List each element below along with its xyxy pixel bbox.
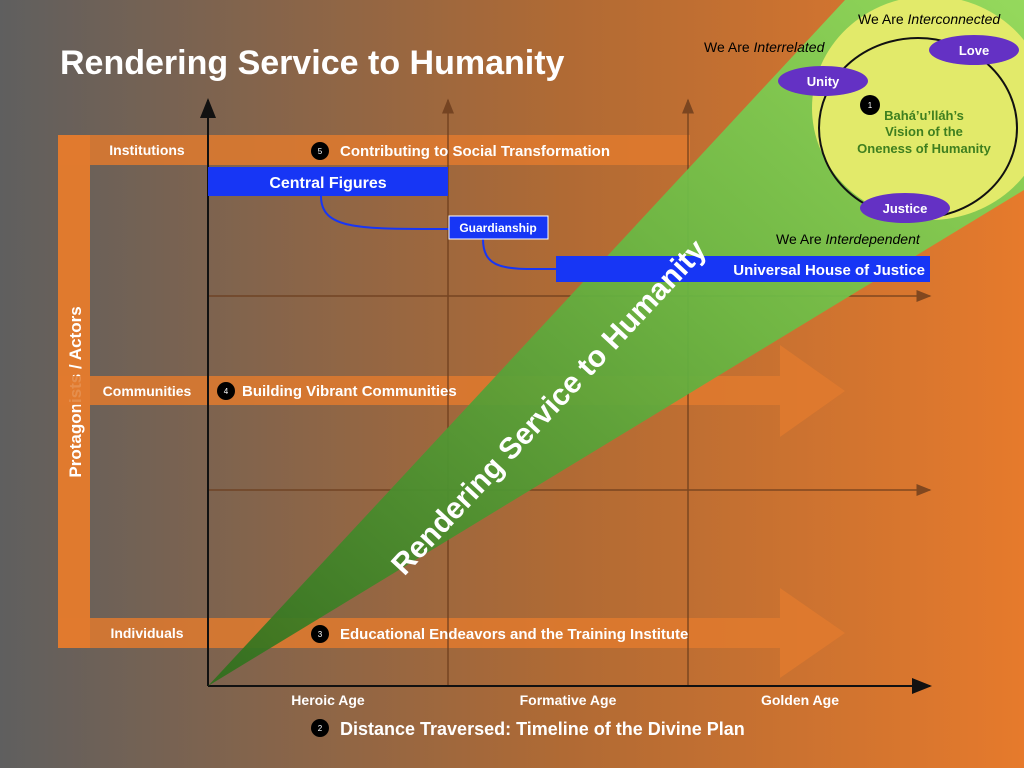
justice-label: Justice — [883, 201, 928, 216]
institutions-band — [58, 135, 690, 165]
badge-number: 2 — [318, 724, 323, 733]
interdependent-text: We Are Interdependent — [776, 231, 921, 247]
connector — [482, 238, 557, 271]
vision-line: Oneness of Humanity — [857, 141, 991, 156]
badge-number: 3 — [318, 630, 323, 639]
individuals-arrow — [58, 588, 845, 678]
badge-number: 1 — [868, 101, 873, 110]
number-badge-3 — [311, 625, 329, 643]
uhj-box — [556, 256, 930, 282]
row-text-individuals: Educational Endeavors and the Training I… — [340, 626, 688, 643]
vision-line: Vision of the — [885, 124, 963, 139]
number-badge-1 — [860, 95, 880, 115]
number-badge-2 — [311, 719, 329, 737]
central-figures-label: Central Figures — [269, 175, 386, 192]
row-label-communities: Communities — [103, 383, 192, 399]
number-badge-5 — [311, 142, 329, 160]
vision-line: Bahá’u’lláh’s — [884, 108, 964, 123]
guardianship-box — [448, 215, 549, 240]
slide-title: Rendering Service to Humanity — [60, 44, 565, 82]
communities-arrow — [58, 345, 845, 437]
interconnected-text: We Are Interconnected — [858, 11, 1001, 27]
row-text-institutions: Contributing to Social Transformation — [340, 143, 610, 160]
row-text-communities: Building Vibrant Communities — [242, 383, 457, 400]
love-label: Love — [959, 43, 989, 58]
interrelated-text: We Are Interrelated — [704, 39, 826, 55]
row-label-institutions: Institutions — [109, 142, 185, 158]
justice-ellipse — [860, 193, 950, 223]
unity-ellipse — [778, 66, 868, 96]
age-golden: Golden Age — [761, 692, 839, 708]
x-axis-label: Distance Traversed: Timeline of the Divi… — [340, 719, 745, 739]
unity-label: Unity — [807, 74, 840, 89]
service-wedge — [208, 0, 1024, 686]
central-figures-box — [208, 167, 448, 196]
guardianship-label: Guardianship — [459, 221, 536, 235]
badge-number: 4 — [224, 387, 229, 396]
love-ellipse — [929, 35, 1019, 65]
age-heroic: Heroic Age — [291, 692, 365, 708]
row-label-individuals: Individuals — [110, 625, 183, 641]
number-badge-4 — [217, 382, 235, 400]
uhj-label: Universal House of Justice — [733, 262, 925, 279]
badge-number: 5 — [318, 147, 323, 156]
connector — [320, 195, 450, 231]
age-formative: Formative Age — [520, 692, 617, 708]
